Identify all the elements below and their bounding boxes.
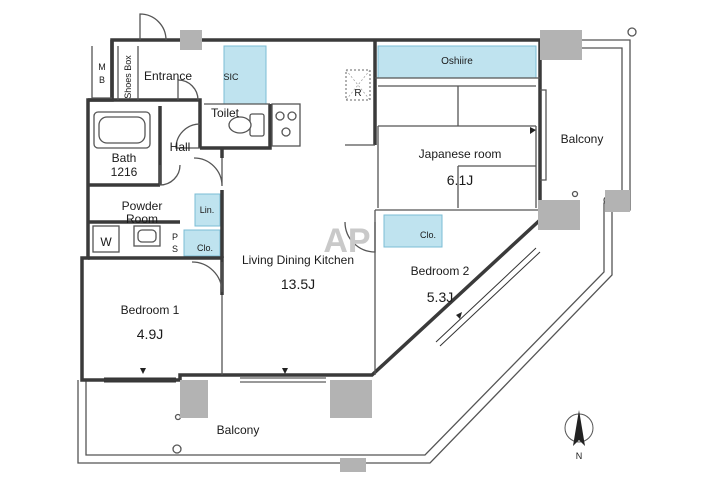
lin-area [194,193,221,227]
powder-title2: Room [126,212,158,226]
doors [139,13,547,293]
compass-label: N [576,451,583,461]
balcony-south-label: Balcony [217,423,260,437]
balcony-east-label: Balcony [561,132,604,146]
ldk-size: 13.5J [281,276,315,292]
mb-label-m: M [98,62,106,72]
ps-label-p: P [172,232,178,242]
storage-areas [183,45,537,257]
window-arrow-icon [530,127,536,134]
room-labels: M B Shoes Box Entrance SIC Toilet Hall B… [98,55,603,437]
japanese-room-size: 6.1J [447,172,473,188]
bedroom1-name: Bedroom 1 [121,303,180,317]
windows [104,127,541,383]
watermark-text: AP [323,222,370,260]
bedroom2-size: 5.3J [427,289,453,305]
clo-ldk-area [183,229,221,257]
ps-label-s: S [172,244,178,254]
bedroom2-name: Bedroom 2 [411,264,470,278]
oshiire-label: Oshiire [441,56,473,67]
window-arrow-icon [456,312,462,319]
fixtures [92,69,371,253]
clo-bed2-label: Clo. [420,230,436,240]
kitchen-counter [271,103,301,147]
clo-bed2-area [383,214,443,248]
bath-title: Bath [112,151,137,165]
entrance-label: Entrance [144,69,192,83]
lin-label: Lin. [200,205,215,215]
toilet-label: Toilet [211,106,240,120]
pillars [180,30,630,472]
north-arrow-icon: N [564,410,594,461]
powder-title: Powder [122,199,163,213]
bath-size: 1216 [111,165,138,179]
oshiire-area [377,45,537,79]
hall-label: Hall [170,140,191,154]
bedroom1-size: 4.9J [137,326,163,342]
clo-ldk-label: Clo. [197,243,213,253]
toilet-bowl [228,116,252,134]
tatami-grid [377,85,537,208]
sic-label: SIC [223,72,239,82]
r-label: R [354,88,361,99]
ldk-name: Living Dining Kitchen [242,253,354,267]
window-arrow-icon [140,368,146,374]
japanese-room-name: Japanese room [419,147,502,161]
shoes-box-label: Shoes Box [123,55,133,99]
mb-label-b: B [99,75,105,85]
window-arrow-icon [282,368,288,374]
w-label: W [100,235,112,249]
sic-area [223,45,267,105]
